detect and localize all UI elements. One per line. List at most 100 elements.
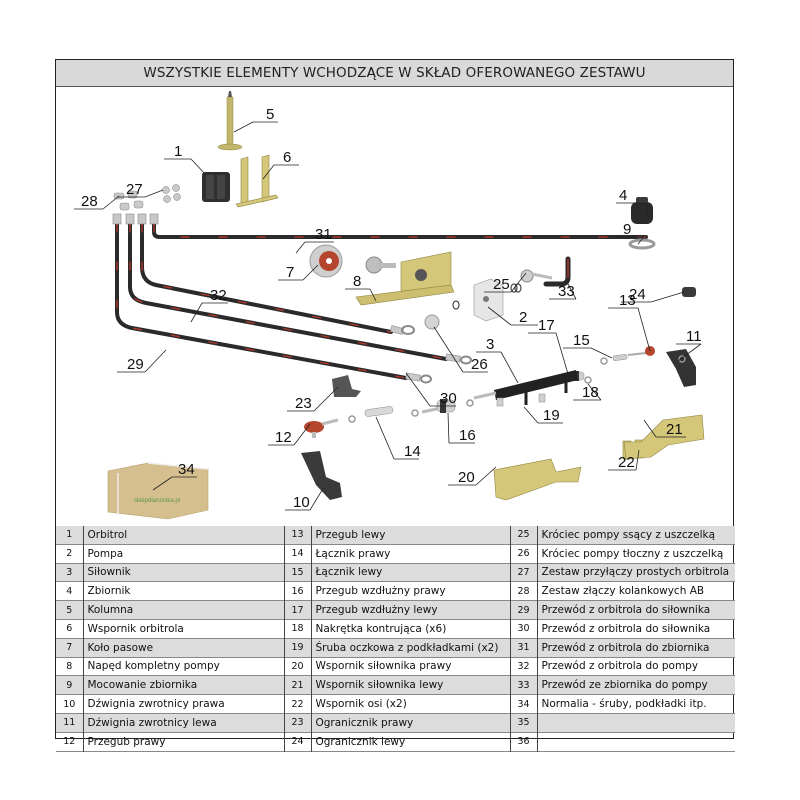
leader-line xyxy=(476,351,519,384)
part-24-stop xyxy=(682,287,696,297)
diagram-svg: sklepdlarolnika.pl 123456789101112131415… xyxy=(74,91,705,520)
callout-label: 10 xyxy=(293,494,310,511)
callout-26: 26 xyxy=(433,326,488,373)
part-name: Mocowanie zbiornika xyxy=(83,675,285,695)
leader-line xyxy=(448,466,497,486)
hose-31-stripe xyxy=(153,223,647,238)
leader-line xyxy=(618,236,645,245)
part-name: Siłownik xyxy=(83,563,285,582)
callout-14: 14 xyxy=(375,416,421,460)
callout-label: 26 xyxy=(471,356,488,373)
part-name: Zbiornik xyxy=(83,581,285,601)
leader-line xyxy=(433,326,488,373)
leader-line xyxy=(164,158,207,176)
callout-label: 3 xyxy=(486,336,494,353)
leader-line xyxy=(285,486,325,511)
part-10-lever xyxy=(301,451,342,500)
part-13-joint xyxy=(627,346,655,356)
part-name: Przewód z orbitrola do zbiornika xyxy=(537,638,735,658)
callout-11: 11 xyxy=(676,328,702,362)
callout-label: 32 xyxy=(210,287,227,304)
callout-21: 21 xyxy=(643,419,686,438)
callout-label: 28 xyxy=(81,193,98,210)
callout-7: 7 xyxy=(278,264,319,281)
part-number: 35 xyxy=(510,713,538,733)
callout-8: 8 xyxy=(345,273,377,302)
leader-line xyxy=(278,264,319,281)
part-7-pulley xyxy=(309,244,343,278)
callout-label: 14 xyxy=(404,443,421,460)
part-27-fittings xyxy=(162,184,181,203)
part-number: 36 xyxy=(510,732,538,752)
callout-15: 15 xyxy=(563,332,613,359)
part-18-nut xyxy=(584,376,592,384)
callout-label: 19 xyxy=(543,407,560,424)
part-number: 17 xyxy=(284,600,312,620)
part-number: 14 xyxy=(284,544,312,564)
part-number: 11 xyxy=(56,713,84,733)
callout-label: 11 xyxy=(686,328,702,345)
part-name: Króciec pompy tłoczny z uszczelką xyxy=(541,547,724,560)
callout-32: 32 xyxy=(190,287,228,323)
leader-line xyxy=(287,386,339,412)
leader-line xyxy=(268,423,311,446)
part-number: 13 xyxy=(284,526,312,545)
part-number: 27 xyxy=(510,563,538,582)
leader-line xyxy=(345,288,377,302)
part-name xyxy=(537,732,735,751)
callout-label: 9 xyxy=(623,221,631,238)
part-name: Ogranicznik prawy xyxy=(311,713,511,733)
callout-label: 7 xyxy=(286,264,294,281)
part-number: 32 xyxy=(510,657,538,676)
part-name: Wspornik siłownika prawy xyxy=(311,657,511,676)
part-name: Przegub wzdłużny prawy xyxy=(311,581,511,601)
leader-line xyxy=(608,307,651,352)
part-number: 24 xyxy=(284,732,312,752)
part-19-bolts xyxy=(496,393,546,407)
leader-line xyxy=(117,349,167,373)
part-name: Przewód z orbitrola do siłownika xyxy=(537,600,735,620)
leader-line xyxy=(643,419,686,438)
part-number: 29 xyxy=(510,600,538,620)
callout-19: 19 xyxy=(523,406,563,424)
part-number: 1 xyxy=(56,526,84,545)
callout-label: 1 xyxy=(174,143,182,160)
part-number: 8 xyxy=(56,657,84,676)
part-number: 12 xyxy=(56,732,84,752)
leader-line xyxy=(523,406,563,424)
leader-line xyxy=(74,195,120,210)
callout-label: 2 xyxy=(519,309,527,326)
leader-line xyxy=(233,121,278,133)
part-name: Przegub prawy xyxy=(83,732,285,752)
part-number: 31 xyxy=(510,638,538,658)
callout-22: 22 xyxy=(608,449,640,471)
leader-line xyxy=(447,412,475,444)
leader-line xyxy=(621,291,685,303)
callout-label: 27 xyxy=(126,181,143,198)
part-number: 3 xyxy=(56,563,84,582)
part-number: 5 xyxy=(56,600,84,620)
part-name: Przewód z orbitrola do pompy xyxy=(541,660,699,673)
part-5-column xyxy=(217,91,243,151)
part-name: Łącznik prawy xyxy=(311,544,511,564)
leader-line xyxy=(573,383,602,401)
part-6-bracket xyxy=(235,154,279,208)
callout-27: 27 xyxy=(117,181,164,198)
part-name: Koło pasowe xyxy=(83,638,285,658)
part-name: Przewód ze zbiornika do pompy xyxy=(537,675,735,695)
part-14-link xyxy=(364,406,394,417)
part-name: Kolumna xyxy=(83,600,285,620)
leader-line xyxy=(152,476,197,491)
callout-5: 5 xyxy=(233,106,278,133)
part-number: 4 xyxy=(56,581,84,601)
leader-line xyxy=(262,164,299,180)
callout-label: 12 xyxy=(275,429,292,446)
part-number: 21 xyxy=(284,675,312,695)
part-4-reservoir xyxy=(631,197,653,224)
callout-12: 12 xyxy=(268,423,311,446)
part-name: Przewód z orbitrola do siłownika xyxy=(541,622,711,635)
